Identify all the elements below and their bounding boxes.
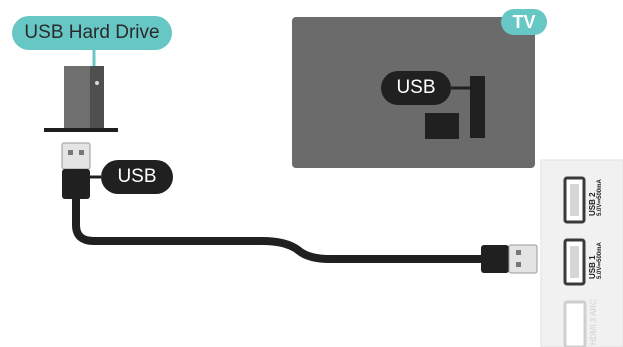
usb1-port-label: USB 1 5.0V⎓500mA bbox=[588, 242, 604, 279]
usb1-port-spec: 5.0V⎓500mA bbox=[597, 242, 604, 279]
tv-usb-plug-hole-1 bbox=[516, 250, 521, 255]
usb-cable bbox=[72, 195, 488, 263]
tv-usb-slot bbox=[470, 76, 485, 138]
tv-usb-plug-metal bbox=[508, 244, 538, 274]
usb2-port-tongue bbox=[570, 184, 579, 216]
usb-cable-label: USB bbox=[101, 160, 173, 194]
drive-base bbox=[44, 128, 118, 132]
tv-label: TV bbox=[501, 9, 547, 35]
usb1-port-tongue bbox=[570, 246, 579, 278]
drive-usb-plug-metal bbox=[61, 142, 91, 170]
tv-usb-plug-hole-2 bbox=[516, 262, 521, 267]
drive-usb-plug-hole-1 bbox=[68, 150, 73, 155]
drive-body-right bbox=[90, 66, 104, 128]
usb1-port-name: USB 1 bbox=[588, 255, 597, 279]
drive-usb-plug-body bbox=[62, 169, 90, 199]
hdmi3-port-label: HDMI 3 ARC bbox=[589, 299, 598, 345]
usb2-port-name: USB 2 bbox=[588, 192, 597, 216]
hdmi3-port bbox=[563, 300, 587, 347]
usb2-port-spec: 5.0V⎓500mA bbox=[597, 179, 604, 216]
usb-hard-drive-label: USB Hard Drive bbox=[12, 16, 172, 50]
drive-usb-plug-hole-2 bbox=[79, 150, 84, 155]
tv-usb-block bbox=[425, 113, 459, 139]
drive-body-left bbox=[64, 66, 90, 128]
usb2-port-label: USB 2 5.0V⎓500mA bbox=[588, 179, 604, 216]
tv-usb-port-label: USB bbox=[381, 71, 451, 105]
drive-led bbox=[95, 81, 99, 85]
tv-usb-plug-body bbox=[481, 245, 509, 273]
